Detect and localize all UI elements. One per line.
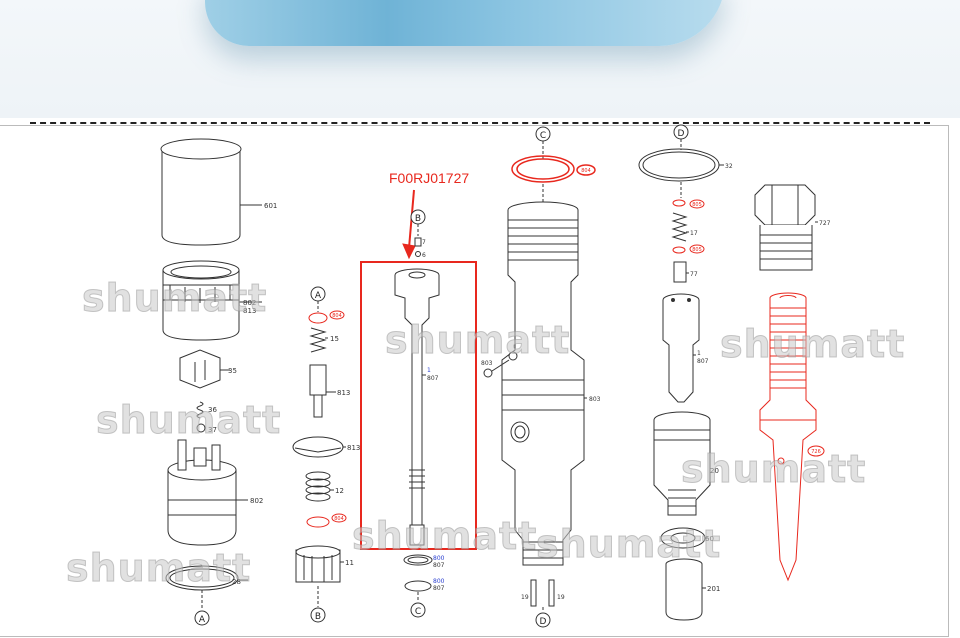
label-807b: 807 <box>433 562 445 569</box>
product-photo-strip <box>0 0 960 118</box>
part-800-ring <box>403 554 433 566</box>
part-12-spring <box>305 471 334 502</box>
label-813b: 813 <box>337 389 350 397</box>
label-804b: 804 <box>334 516 344 522</box>
label-37: 37 <box>208 426 217 434</box>
part-804-oring-red <box>511 155 596 183</box>
label-60: 60 <box>705 535 714 543</box>
label-805: 805 <box>692 202 702 208</box>
label-800: 800 <box>433 555 445 562</box>
part-802-body <box>167 439 248 546</box>
part-726-connector-red <box>759 292 825 582</box>
marker-b-bottom-label: B <box>315 612 321 622</box>
label-6: 6 <box>422 252 426 259</box>
marker-d-bottom-label: D <box>540 617 547 627</box>
part-802-nut <box>162 260 262 341</box>
label-19: 19 <box>521 594 529 601</box>
label-7: 7 <box>422 239 426 246</box>
part-813-plate <box>292 436 346 458</box>
part-727-nut <box>754 184 818 271</box>
part-201-sleeve <box>665 558 706 621</box>
part-60-washer <box>660 527 708 549</box>
label-1: 1 <box>427 367 431 374</box>
label-19b: 19 <box>557 594 565 601</box>
part-803-pin <box>483 368 493 378</box>
label-201: 201 <box>707 585 720 593</box>
part-code-label: F00RJ01727 <box>389 170 470 186</box>
label-807: 807 <box>427 375 439 382</box>
part-35-clip <box>179 349 230 389</box>
label-36: 36 <box>208 406 217 414</box>
part-804-seal-red-b <box>306 513 347 528</box>
label-813: 813 <box>243 307 256 315</box>
marker-c-top-label: C <box>540 131 546 141</box>
part-77-pin <box>673 261 689 283</box>
marker-a-bottom-label: A <box>199 615 206 625</box>
label-20: 20 <box>710 467 719 475</box>
label-805b: 805 <box>692 247 702 253</box>
marker-a-bottom <box>194 610 210 626</box>
label-726: 726 <box>811 449 821 455</box>
part-805-seal-red-b <box>672 244 705 254</box>
part-15-spring <box>309 327 328 353</box>
part-code-arrowhead <box>402 243 416 260</box>
label-807c: 807 <box>433 585 445 592</box>
label-800b: 800 <box>433 578 445 585</box>
part-nozzle <box>662 293 700 403</box>
dashed-divider <box>30 122 930 124</box>
part-1-valve-stem <box>394 268 440 546</box>
label-15: 15 <box>330 335 339 343</box>
part-804-seal-red <box>308 310 345 324</box>
part-17-spring <box>671 212 689 242</box>
part-11-nut <box>295 545 344 583</box>
part-800-shim <box>404 580 432 592</box>
marker-c-bottom-label: C <box>415 607 421 617</box>
label-12: 12 <box>335 487 344 495</box>
part-19-pins <box>530 579 555 607</box>
label-727: 727 <box>819 220 831 227</box>
label-804a: 804 <box>332 313 342 319</box>
label-35: 35 <box>228 367 237 375</box>
label-601: 601 <box>264 202 277 210</box>
diagram-frame <box>0 125 949 637</box>
label-803: 803 <box>481 360 493 367</box>
part-20-nut <box>653 411 711 516</box>
marker-a-top-label: A <box>315 291 322 301</box>
part-36-spring <box>196 401 206 433</box>
marker-c-bottom <box>410 602 426 618</box>
label-28: 28 <box>232 578 241 586</box>
label-11: 11 <box>345 559 354 567</box>
label-813c: 813 <box>347 444 360 452</box>
highlight-box <box>360 261 477 550</box>
label-1b: 1 <box>697 350 701 357</box>
part-6-ball <box>415 251 421 257</box>
part-813-pin <box>309 364 336 418</box>
part-7 <box>414 237 422 247</box>
marker-d-top-label: D <box>678 129 685 139</box>
part-32-ring <box>638 148 724 182</box>
part-injector-body <box>501 201 587 566</box>
blue-package-photo <box>205 0 725 46</box>
label-804c: 804 <box>581 168 591 174</box>
label-802b: 802 <box>250 497 263 505</box>
label-32: 32 <box>725 163 733 170</box>
label-807d: 807 <box>697 358 709 365</box>
label-77: 77 <box>690 271 698 278</box>
part-805-seal-red <box>672 199 705 209</box>
marker-d-bottom <box>535 612 551 628</box>
label-803b: 803 <box>589 396 601 403</box>
marker-b-bottom <box>310 607 326 623</box>
label-17: 17 <box>690 230 698 237</box>
marker-b-top-label: B <box>415 214 421 224</box>
label-802: 802 <box>243 299 256 307</box>
part-601-cap <box>160 138 262 246</box>
